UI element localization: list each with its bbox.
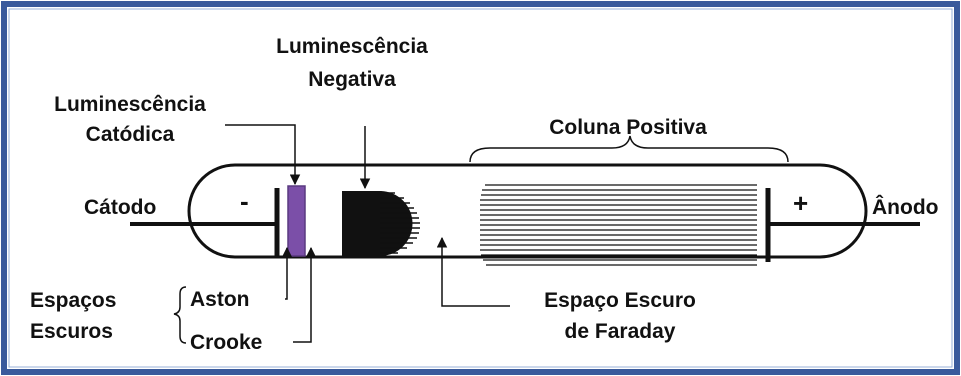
discharge-tube — [187, 163, 868, 259]
cathode-glow-label-line2: Catódica — [86, 123, 175, 146]
faraday-label-line2: de Faraday — [565, 320, 676, 343]
dark-spaces-brace — [173, 286, 187, 344]
faraday-label-line1: Espaço Escuro — [544, 289, 696, 312]
cathode-glow-arrow — [225, 124, 301, 186]
cathode-label: Cátodo — [84, 196, 156, 219]
dark-spaces-label-line1: Espaços — [30, 289, 116, 312]
anode-label: Ânodo — [872, 195, 938, 219]
cathode-glow-label-line1: Luminescência — [54, 93, 206, 116]
positive-column-region — [480, 184, 757, 266]
crooke-dark-space-arrow — [293, 246, 317, 343]
negative-glow-label-line2: Negativa — [308, 68, 396, 91]
cathode-glow-region — [287, 185, 306, 257]
aston-dark-space-arrow — [281, 246, 293, 300]
inner-frame — [8, 8, 953, 368]
crooke-label: Crooke — [190, 331, 262, 354]
positive-column-brace — [469, 135, 789, 163]
negative-glow-label-line1: Luminescência — [276, 35, 428, 58]
aston-label: Aston — [190, 288, 250, 311]
minus-sign: - — [240, 186, 249, 216]
faraday-dark-space-arrow — [436, 236, 510, 307]
negative-glow-fade-lines — [380, 192, 420, 254]
positive-column-label: Coluna Positiva — [549, 116, 707, 139]
dark-spaces-label-line2: Escuros — [30, 320, 113, 343]
plus-sign: + — [793, 188, 808, 218]
